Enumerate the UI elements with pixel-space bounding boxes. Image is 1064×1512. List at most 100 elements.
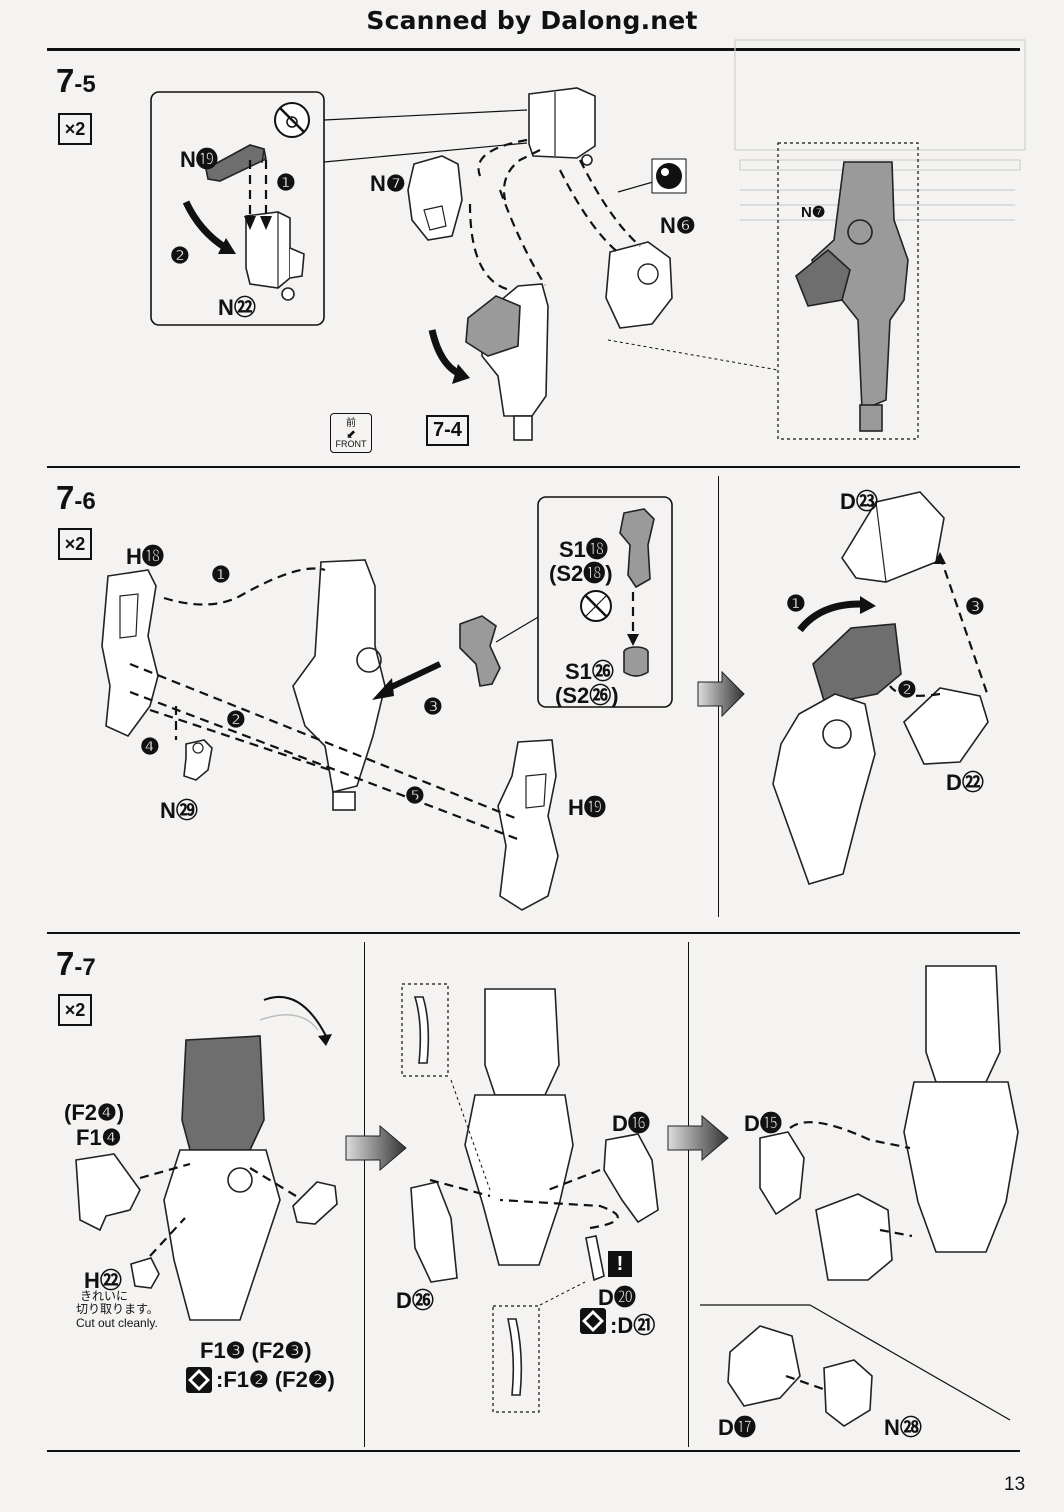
label-s1-18: S1⓲ (559, 537, 608, 562)
caution-icon: ! (608, 1251, 632, 1277)
next-arrow-icon (697, 670, 745, 718)
swap-part-icon (186, 1367, 212, 1393)
marker-r3: ❸ (965, 594, 985, 619)
bottom-rule (47, 1450, 1020, 1452)
label-f1-4: F1❹ (76, 1125, 122, 1150)
label-f1-3: F1❸ (F2❸) (200, 1338, 312, 1363)
front-arrow-icon: ⬋ (345, 427, 357, 441)
top-rule (47, 48, 1020, 51)
label-h18: H⓲ (126, 544, 164, 569)
marker-1: ❶ (211, 562, 231, 587)
part-n28-illustration (823, 1359, 873, 1427)
label-h19: H⓳ (568, 795, 606, 820)
part-core-frame-illustration (292, 559, 386, 811)
rule-after-7-5 (47, 466, 1020, 468)
marker-r2: ❷ (897, 677, 917, 702)
part-f1-3-illustration (292, 1181, 338, 1225)
part-h22-illustration (130, 1257, 160, 1289)
part-n6-illustration (605, 241, 673, 329)
part-d17-illustration (727, 1325, 801, 1407)
no-glue-icon (274, 102, 310, 138)
label-s2-26: (S2㉖) (555, 683, 619, 708)
rule-after-7-6 (47, 932, 1020, 934)
label-n19: N⓳ (180, 147, 218, 172)
glue-color-dot-icon (651, 158, 687, 194)
label-s2-18: (S2⓲) (549, 561, 613, 586)
part-d23-illustration (841, 491, 945, 583)
label-n29: N㉙ (160, 798, 198, 823)
front-badge: 前 ⬋ FRONT (330, 413, 372, 453)
label-n28: N㉘ (884, 1415, 922, 1440)
label-d15: D⓯ (744, 1111, 782, 1136)
label-n22: N㉒ (218, 295, 256, 320)
marker-r1: ❶ (786, 591, 806, 616)
assembled-leg-7-7-a-illustration (163, 1014, 319, 1321)
part-upper-block-illustration (528, 87, 596, 166)
front-badge-en: FRONT (335, 439, 367, 449)
scan-credit-header: Scanned by Dalong.net (366, 6, 698, 35)
part-n7-illustration (407, 155, 463, 241)
label-d26: D㉖ (396, 1288, 434, 1313)
detail-dotted-box-bottom (492, 1305, 540, 1413)
step-7-6-number: 7-6 (56, 479, 96, 516)
part-f1-4-illustration (75, 1153, 141, 1232)
marker-5: ❺ (405, 783, 425, 808)
label-h22: H㉒ (84, 1268, 122, 1293)
step-7-7-number: 7-7 (56, 945, 96, 982)
assembled-leg-7-7-c-illustration (903, 965, 1019, 1253)
part-thruster-illustration (459, 615, 501, 687)
label-d23: D㉓ (840, 489, 878, 514)
detail-dotted-box-top (401, 983, 449, 1077)
marker-4: ❹ (140, 734, 160, 759)
part-d20-illustration (585, 1235, 605, 1282)
part-n22-illustration (245, 211, 305, 301)
assembled-leg-7-6-illustration (772, 623, 902, 885)
step-7-5-number: 7-5 (56, 62, 96, 99)
no-glue-icon (580, 590, 612, 622)
divider-7-7-b (688, 942, 689, 1447)
next-arrow-icon (345, 1124, 407, 1172)
label-d16: D⓰ (612, 1111, 650, 1136)
label-n7: N❼ (370, 171, 406, 196)
label-n6: N❻ (660, 213, 696, 238)
label-d17: D⓱ (718, 1415, 756, 1440)
marker-3: ❸ (423, 694, 443, 719)
step-7-5-multiplier: ×2 (58, 113, 92, 145)
marker-2: ❷ (170, 243, 190, 268)
step-7-7-multiplier: ×2 (58, 994, 92, 1026)
part-n19-illustration (205, 144, 267, 182)
label-f2-4: (F2❹) (64, 1100, 125, 1125)
part-h18-illustration (101, 569, 159, 737)
part-d15-illustration (759, 1131, 805, 1216)
label-f1-2: :F1❷ (F2❷) (216, 1367, 335, 1392)
step-7-6-multiplier: ×2 (58, 528, 92, 560)
label-d20: D⓴ (598, 1285, 636, 1310)
part-shin-armor-illustration (815, 1193, 893, 1281)
assembled-leg-reference-illustration (795, 161, 909, 432)
part-s1-26-illustration (623, 646, 649, 677)
divider-7-7-a (364, 942, 365, 1447)
marker-2: ❷ (226, 707, 246, 732)
cut-note-jp-2: 切り取ります。 (76, 1302, 159, 1316)
ref-box-7-4: 7-4 (426, 415, 469, 446)
cut-note-jp-1: きれいに (80, 1289, 129, 1303)
assembled-leg-7-7-b-illustration (464, 988, 574, 1266)
cut-note-en: Cut out cleanly. (76, 1316, 158, 1330)
part-h19-illustration (497, 739, 559, 911)
part-n29-illustration (183, 739, 213, 781)
part-s1-18-illustration (619, 508, 655, 589)
next-arrow-icon (667, 1114, 729, 1162)
page-number: 13 (1004, 1474, 1026, 1495)
label-s1-26: S1㉖ (565, 659, 614, 684)
label-d22: D㉒ (946, 770, 984, 795)
label-n7-reference: N❼ (801, 204, 826, 221)
